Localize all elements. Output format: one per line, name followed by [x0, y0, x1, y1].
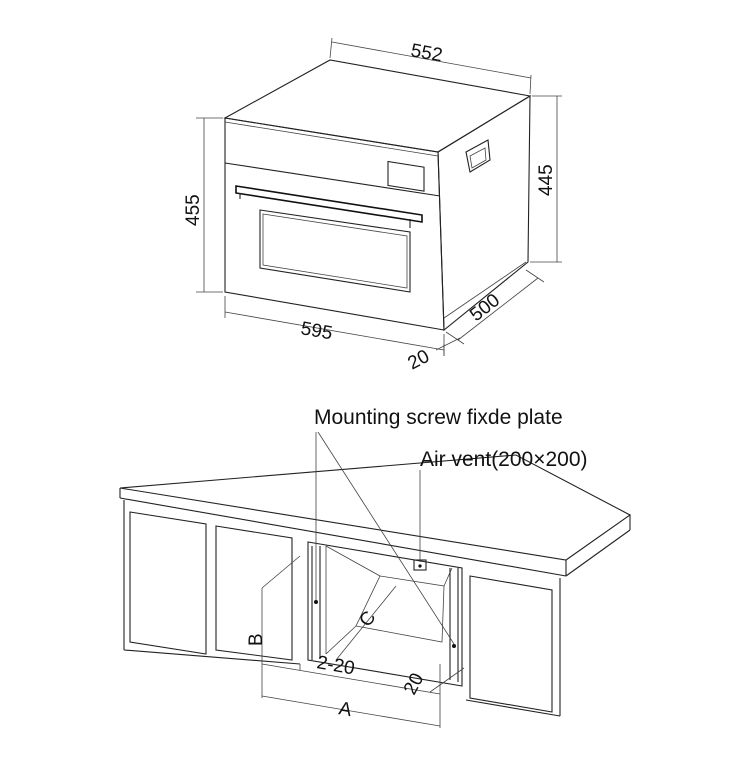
dim-line-2-20 [261, 663, 441, 695]
dim-line-20 [435, 337, 461, 351]
dim-label-552: 552 [409, 40, 444, 66]
oven-display [387, 160, 425, 192]
mounting-screw [314, 600, 318, 604]
cabinet-dimensions [261, 555, 465, 728]
dim-label-a: A [337, 698, 353, 721]
dim-label-595: 595 [299, 318, 334, 344]
oven-front-face [224, 117, 445, 331]
cavity-back [355, 575, 445, 643]
dim-label-2-20: 2-20 [315, 652, 356, 679]
oven-handle [235, 185, 423, 223]
control-panel-line [224, 162, 441, 197]
oven-window [259, 209, 411, 293]
cabinet-door-3 [469, 575, 553, 713]
leader-lines [315, 431, 455, 645]
cabinet-door-1 [129, 511, 207, 655]
dim-label-c: C [355, 607, 380, 631]
oven-dimensions [196, 37, 562, 356]
mounting-screw [452, 644, 456, 648]
oven-side-face [437, 95, 531, 332]
dim-line-500 [457, 277, 539, 341]
cabinet-body [119, 454, 632, 717]
dim-label-20-offset: 20 [404, 346, 433, 374]
dim-label-20-cab: 20 [400, 670, 428, 699]
mounting-plate-label: Mounting screw fixde plate [314, 406, 563, 429]
dim-line-20-cab [429, 667, 465, 693]
dim-label-b: B [246, 633, 267, 646]
air-vent-label: Air vent(200×200) [420, 448, 588, 471]
oven-cavity-opening [307, 541, 463, 687]
dim-label-500: 500 [466, 290, 504, 326]
dim-line-595 [224, 311, 445, 351]
oven-body [223, 59, 532, 332]
dim-line-c [335, 585, 397, 661]
cabinet-door-2 [215, 525, 293, 661]
dim-label-445: 445 [536, 164, 557, 196]
dim-line-552 [331, 41, 532, 79]
dim-line-a [261, 695, 441, 727]
side-bracket [465, 139, 491, 173]
oven-top-face [223, 59, 532, 153]
dim-label-455: 455 [183, 194, 204, 226]
